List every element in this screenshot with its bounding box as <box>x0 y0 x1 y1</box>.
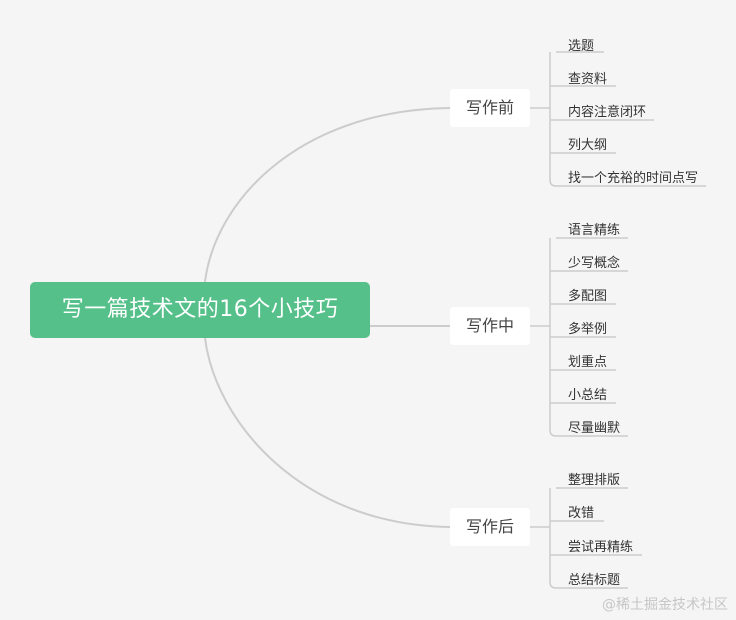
leaf-node[interactable]: 整理排版 <box>568 473 621 488</box>
leaf-node[interactable]: 总结标题 <box>568 573 621 588</box>
branch-node-before-writing[interactable]: 写作前 <box>450 89 530 127</box>
watermark: @稀土掘金技术社区 <box>602 597 728 613</box>
leaf-node[interactable]: 查资料 <box>568 72 608 87</box>
leaf-node[interactable]: 找一个充裕的时间点写 <box>568 171 699 186</box>
branch-node-while-writing[interactable]: 写作中 <box>450 307 530 345</box>
leaf-node[interactable]: 改错 <box>568 506 595 521</box>
leaf-node[interactable]: 内容注意闭环 <box>568 105 647 120</box>
leaf-node[interactable]: 少写概念 <box>568 256 621 271</box>
leaf-node[interactable]: 划重点 <box>568 355 608 370</box>
leaf-node[interactable]: 多配图 <box>568 289 608 304</box>
leaf-node[interactable]: 列大纲 <box>568 138 608 153</box>
leaf-node[interactable]: 尽量幽默 <box>568 421 621 436</box>
leaf-node[interactable]: 多举例 <box>568 322 608 337</box>
connector-root-branch-1 <box>204 107 451 283</box>
leaf-node[interactable]: 语言精练 <box>568 223 621 238</box>
connector-root-branch-3 <box>204 337 451 528</box>
leaf-node[interactable]: 小总结 <box>568 388 608 403</box>
leaf-node[interactable]: 尝试再精练 <box>568 540 634 555</box>
root-node[interactable]: 写一篇技术文的16个小技巧 <box>30 282 370 338</box>
branch-node-after-writing[interactable]: 写作后 <box>450 508 530 546</box>
leaf-node[interactable]: 选题 <box>568 39 595 54</box>
